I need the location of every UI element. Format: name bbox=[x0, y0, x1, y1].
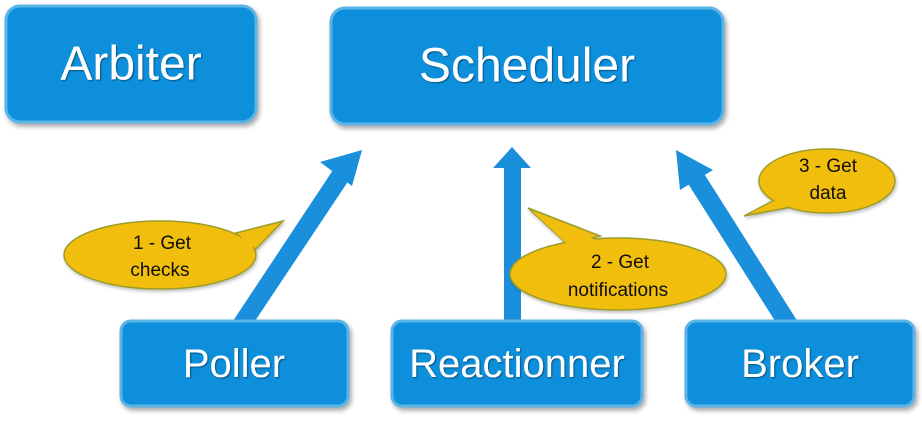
node-arbiter: Arbiter bbox=[4, 4, 258, 124]
callout-get-notifications-line2: notifications bbox=[568, 280, 668, 301]
arrow-reactionner-to-scheduler bbox=[493, 147, 531, 325]
node-broker: Broker bbox=[684, 319, 916, 408]
node-reactionner-label: Reactionner bbox=[409, 342, 625, 386]
arrow-poller-to-scheduler bbox=[233, 150, 362, 330]
arrow-broker-to-scheduler bbox=[676, 150, 798, 332]
callout-get-data: 3 - Get data bbox=[743, 148, 896, 217]
node-poller: Poller bbox=[119, 319, 350, 408]
callout-get-data-line2: data bbox=[810, 183, 847, 204]
node-reactionner: Reactionner bbox=[390, 319, 644, 408]
node-broker-label: Broker bbox=[741, 342, 859, 386]
callout-get-notifications: 2 - Get notifications bbox=[509, 207, 727, 311]
callout-get-checks-line1: 1 - Get bbox=[133, 233, 192, 254]
node-scheduler: Scheduler bbox=[329, 6, 725, 126]
node-arbiter-label: Arbiter bbox=[60, 38, 201, 91]
callout-get-checks: 1 - Get checks bbox=[63, 219, 286, 290]
callout-get-notifications-line1: 2 - Get bbox=[591, 252, 650, 273]
callout-get-checks-line2: checks bbox=[130, 260, 189, 281]
callout-get-data-line1: 3 - Get bbox=[799, 156, 858, 177]
node-scheduler-label: Scheduler bbox=[419, 40, 635, 93]
node-poller-label: Poller bbox=[183, 342, 285, 386]
